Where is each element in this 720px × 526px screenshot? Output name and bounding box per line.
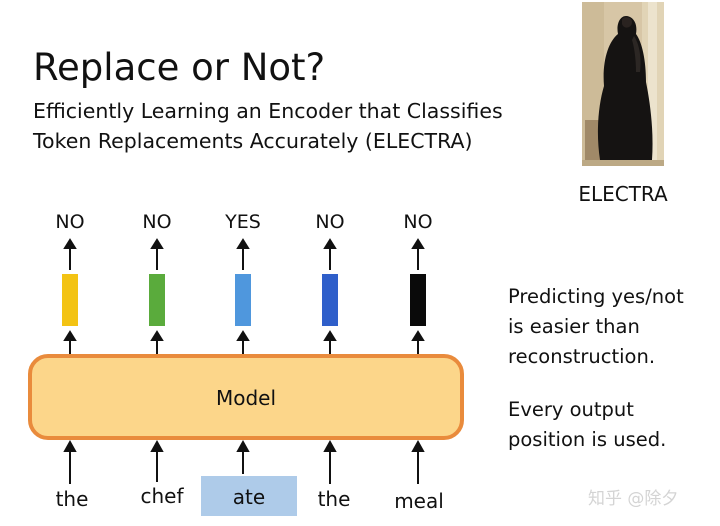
output-label: NO	[55, 211, 84, 233]
note-line: Every output	[508, 398, 634, 421]
subtitle-line-2: Token Replacements Accurately (ELECTRA)	[33, 129, 473, 153]
input-token: the	[56, 487, 89, 511]
output-vector	[149, 274, 165, 326]
subtitle-line-1: Efficiently Learning an Encoder that Cla…	[33, 99, 503, 123]
arrowhead-icon	[411, 439, 425, 452]
note-every-output: Every output position is used.	[508, 395, 666, 455]
portrait-caption: ELECTRA	[578, 182, 668, 206]
model-label: Model	[216, 386, 276, 410]
arrowhead-icon	[150, 330, 164, 341]
input-token: meal	[394, 489, 444, 513]
arrowhead-icon	[236, 330, 250, 341]
output-vector	[235, 274, 251, 326]
output-label: YES	[224, 211, 261, 233]
arrowhead-icon	[411, 238, 425, 249]
arrowhead-icon	[236, 439, 250, 452]
slide-title: Replace or Not?	[33, 46, 326, 89]
note-line: reconstruction.	[508, 345, 656, 368]
watermark: 知乎 @除夕	[588, 489, 679, 509]
output-vector	[322, 274, 338, 326]
arrowhead-icon	[150, 439, 164, 452]
note-line: position is used.	[508, 428, 667, 451]
arrowhead-icon	[150, 238, 164, 249]
arrowhead-icon	[236, 238, 250, 249]
output-label: NO	[142, 211, 171, 233]
input-token: the	[318, 487, 351, 511]
arrowhead-icon	[323, 330, 337, 341]
input-token: chef	[140, 484, 184, 508]
slide-subtitle: Efficiently Learning an Encoder that Cla…	[33, 96, 503, 156]
replaced-token-highlight	[201, 476, 297, 516]
arrowhead-icon	[411, 330, 425, 341]
input-token: ate	[233, 485, 265, 509]
output-label: NO	[315, 211, 344, 233]
note-line: Predicting yes/not	[508, 285, 684, 308]
arrowhead-icon	[63, 238, 77, 249]
note-line: is easier than	[508, 315, 640, 338]
arrowhead-icon	[323, 238, 337, 249]
arrowhead-icon	[63, 439, 77, 452]
arrowhead-icon	[323, 439, 337, 452]
output-label: NO	[403, 211, 432, 233]
output-vector	[62, 274, 78, 326]
electra-painting	[582, 2, 664, 166]
model-box	[28, 354, 464, 440]
note-predicting: Predicting yes/not is easier than recons…	[508, 282, 684, 372]
output-vector	[410, 274, 426, 326]
arrowhead-icon	[63, 330, 77, 341]
